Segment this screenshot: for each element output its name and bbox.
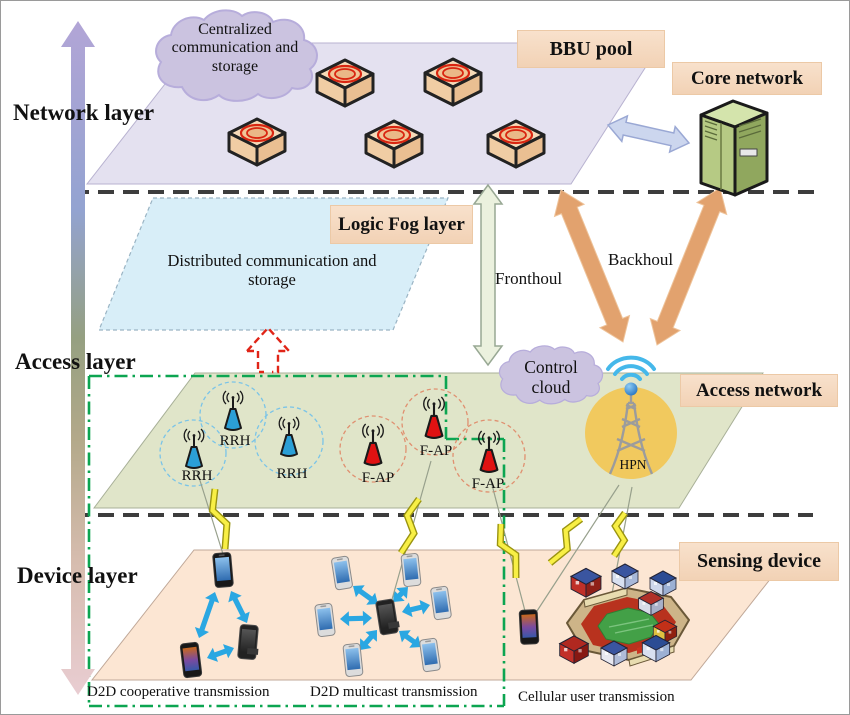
fog-access-dashed-arrow: [246, 326, 292, 374]
d2d-arrow: [340, 610, 372, 627]
backhoul-label: Backhoul: [608, 250, 674, 269]
phone-icon: [212, 551, 234, 589]
fap-label: F-AP: [471, 476, 505, 492]
network-layer-label: Network layer: [13, 100, 155, 125]
d2d-arrow: [353, 585, 378, 605]
d2d-arrow: [402, 599, 430, 618]
fap-label: F-AP: [419, 443, 453, 459]
d2d-arrow: [207, 644, 234, 662]
d2d-arrow: [360, 630, 377, 650]
d2d-arrow: [399, 630, 421, 648]
coverage-circles: [159, 381, 526, 493]
phone-icon: [237, 623, 261, 661]
hpn-label: HPN: [619, 457, 647, 472]
fap-label: F-AP: [361, 470, 395, 486]
device-layer-label: Device layer: [17, 563, 138, 588]
rrh-to-d2d-link: [196, 470, 231, 555]
centralized-cloud-text: Centralized communication and storage: [171, 21, 299, 75]
rrh-label: RRH: [219, 433, 251, 449]
phone-icon: [179, 641, 203, 679]
rrh-label: RRH: [181, 468, 213, 484]
d2d-arrow: [194, 592, 220, 638]
hpn-tower-icon: [585, 355, 677, 479]
hpn-wifi-icon: [606, 355, 656, 381]
fap-to-cellular-link: [490, 480, 526, 612]
d2d-multicast-caption: D2D multicast transmission: [310, 684, 478, 700]
d2d-arrow: [228, 591, 250, 623]
cellular-user-caption: Cellular user transmission: [518, 689, 675, 705]
wireless-links: [196, 460, 633, 612]
bbu-pool-label: BBU pool: [517, 30, 665, 68]
backhoul-arrow-right: [649, 187, 728, 346]
access-network-label: Access network: [680, 374, 838, 407]
fap-to-multicast-link: [390, 460, 432, 604]
backhoul-arrow-left: [553, 189, 631, 343]
access-layer-label: Access layer: [15, 349, 136, 374]
hpn-to-cellular-link: [536, 484, 620, 612]
d2d-cooperative-caption: D2D cooperative transmission: [87, 684, 270, 700]
logic-fog-layer-label: Logic Fog layer: [330, 205, 473, 244]
phone-icon: [314, 602, 336, 638]
rrh-label: RRH: [276, 466, 308, 482]
sensing-device-cluster: [559, 563, 690, 667]
fronthoul-label: Fronthoul: [495, 269, 563, 288]
sensing-device-label: Sensing device: [679, 542, 839, 581]
d2d-arrow: [393, 587, 408, 602]
core-network-label: Core network: [672, 62, 822, 95]
distributed-cloud-text: Distributed communication and storage: [167, 251, 377, 289]
layer-axis-arrow: [61, 21, 95, 695]
link-arrows: [194, 114, 728, 662]
phone-icon: [342, 642, 364, 678]
phone-icon: [518, 609, 540, 645]
core-network-server-icon: [699, 99, 769, 197]
control-cloud-text: Control cloud: [524, 357, 578, 398]
core-bbu-link-arrow: [606, 114, 691, 154]
phone-icon: [400, 552, 422, 588]
d2d-region-boundary: [87, 374, 506, 708]
fronthoul-arrow: [472, 183, 504, 367]
